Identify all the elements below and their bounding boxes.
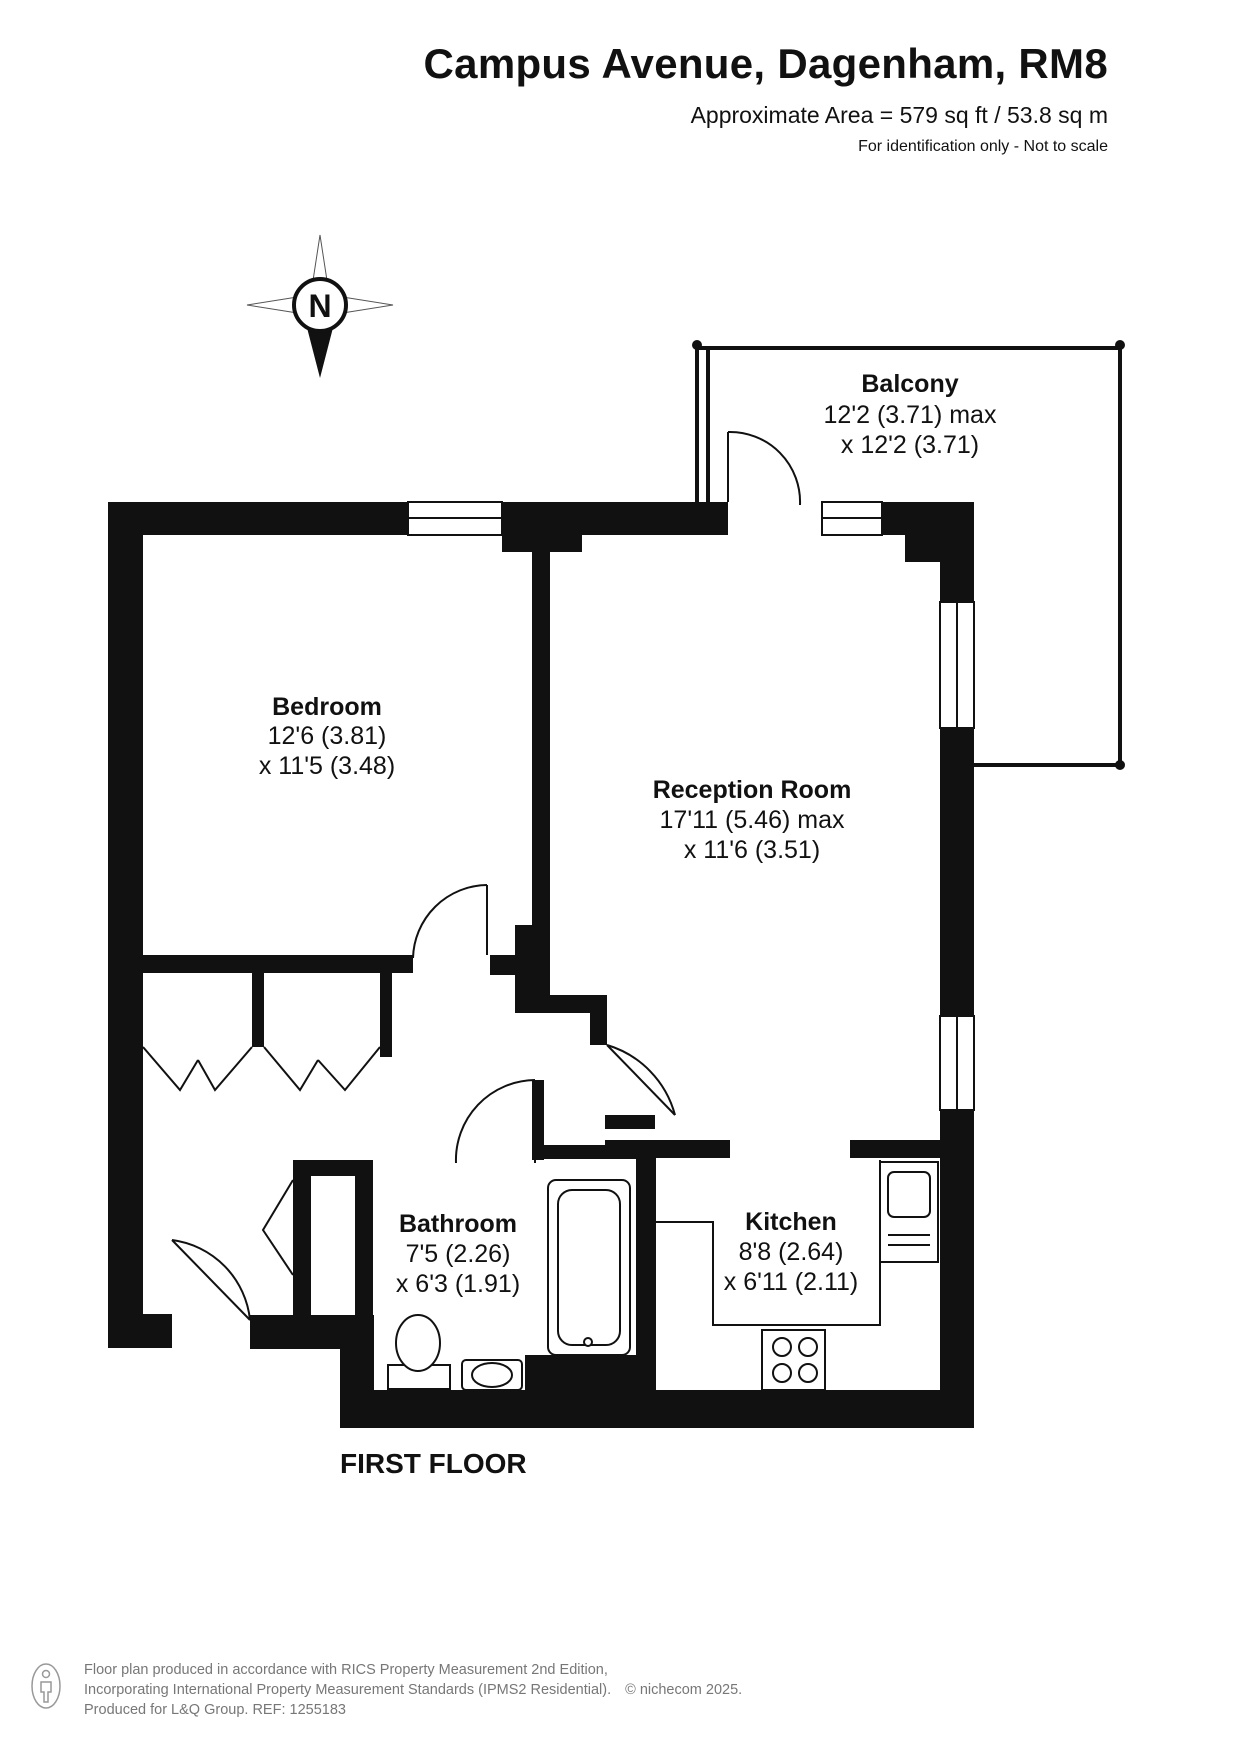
room-name: Bedroom [272, 693, 382, 721]
bathroom-fixtures [387, 1179, 631, 1391]
hob-icon [761, 1329, 826, 1391]
compass-label: N [308, 288, 331, 324]
room-dimension: x 6'11 (2.11) [724, 1268, 858, 1296]
scale-note: For identification only - Not to scale [858, 138, 1108, 155]
door-swings [142, 430, 802, 1321]
room-label-kitchen: Kitchen 8'8 (2.64) x 6'11 (2.11) [724, 1208, 858, 1296]
room-label-reception: Reception Room 17'11 (5.46) max x 11'6 (… [653, 776, 852, 864]
footer-line-3: Produced for L&Q Group. REF: 1255183 [84, 1702, 346, 1718]
room-dimension: 8'8 (2.64) [739, 1238, 844, 1266]
room-dimension: x 11'6 (3.51) [684, 836, 820, 864]
kitchen-fixtures [656, 1160, 939, 1391]
room-dimension: x 6'3 (1.91) [396, 1270, 520, 1298]
walls [108, 502, 974, 1428]
footer: Floor plan produced in accordance with R… [84, 1660, 742, 1720]
footer-line-2: Incorporating International Property Mea… [84, 1682, 612, 1698]
windows [407, 501, 975, 1111]
room-dimension: x 11'5 (3.48) [259, 752, 395, 780]
room-dimension: x 12'2 (3.71) [841, 431, 979, 459]
room-label-balcony: Balcony 12'2 (3.71) max x 12'2 (3.71) [824, 370, 997, 459]
copyright: © nichecom 2025. [625, 1682, 743, 1698]
approximate-area: Approximate Area = 579 sq ft / 53.8 sq m [690, 102, 1108, 128]
room-name: Kitchen [745, 1208, 837, 1236]
room-label-bathroom: Bathroom 7'5 (2.26) x 6'3 (1.91) [396, 1210, 520, 1298]
page-title: Campus Avenue, Dagenham, RM8 [423, 40, 1108, 87]
north-compass-icon: N [246, 234, 394, 378]
room-name: Reception Room [653, 776, 852, 804]
room-dimension: 12'6 (3.81) [268, 722, 387, 750]
room-dimension: 7'5 (2.26) [406, 1240, 511, 1268]
room-name: Balcony [861, 370, 958, 398]
footer-line-1: Floor plan produced in accordance with R… [84, 1662, 608, 1678]
room-dimension: 17'11 (5.46) max [660, 806, 845, 834]
room-name: Bathroom [399, 1210, 517, 1238]
balcony-outline [692, 340, 1125, 770]
person-icon [31, 1663, 61, 1709]
room-dimension: 12'2 (3.71) max [824, 401, 997, 429]
floor-label: FIRST FLOOR [340, 1448, 527, 1479]
room-label-bedroom: Bedroom 12'6 (3.81) x 11'5 (3.48) [259, 693, 395, 780]
